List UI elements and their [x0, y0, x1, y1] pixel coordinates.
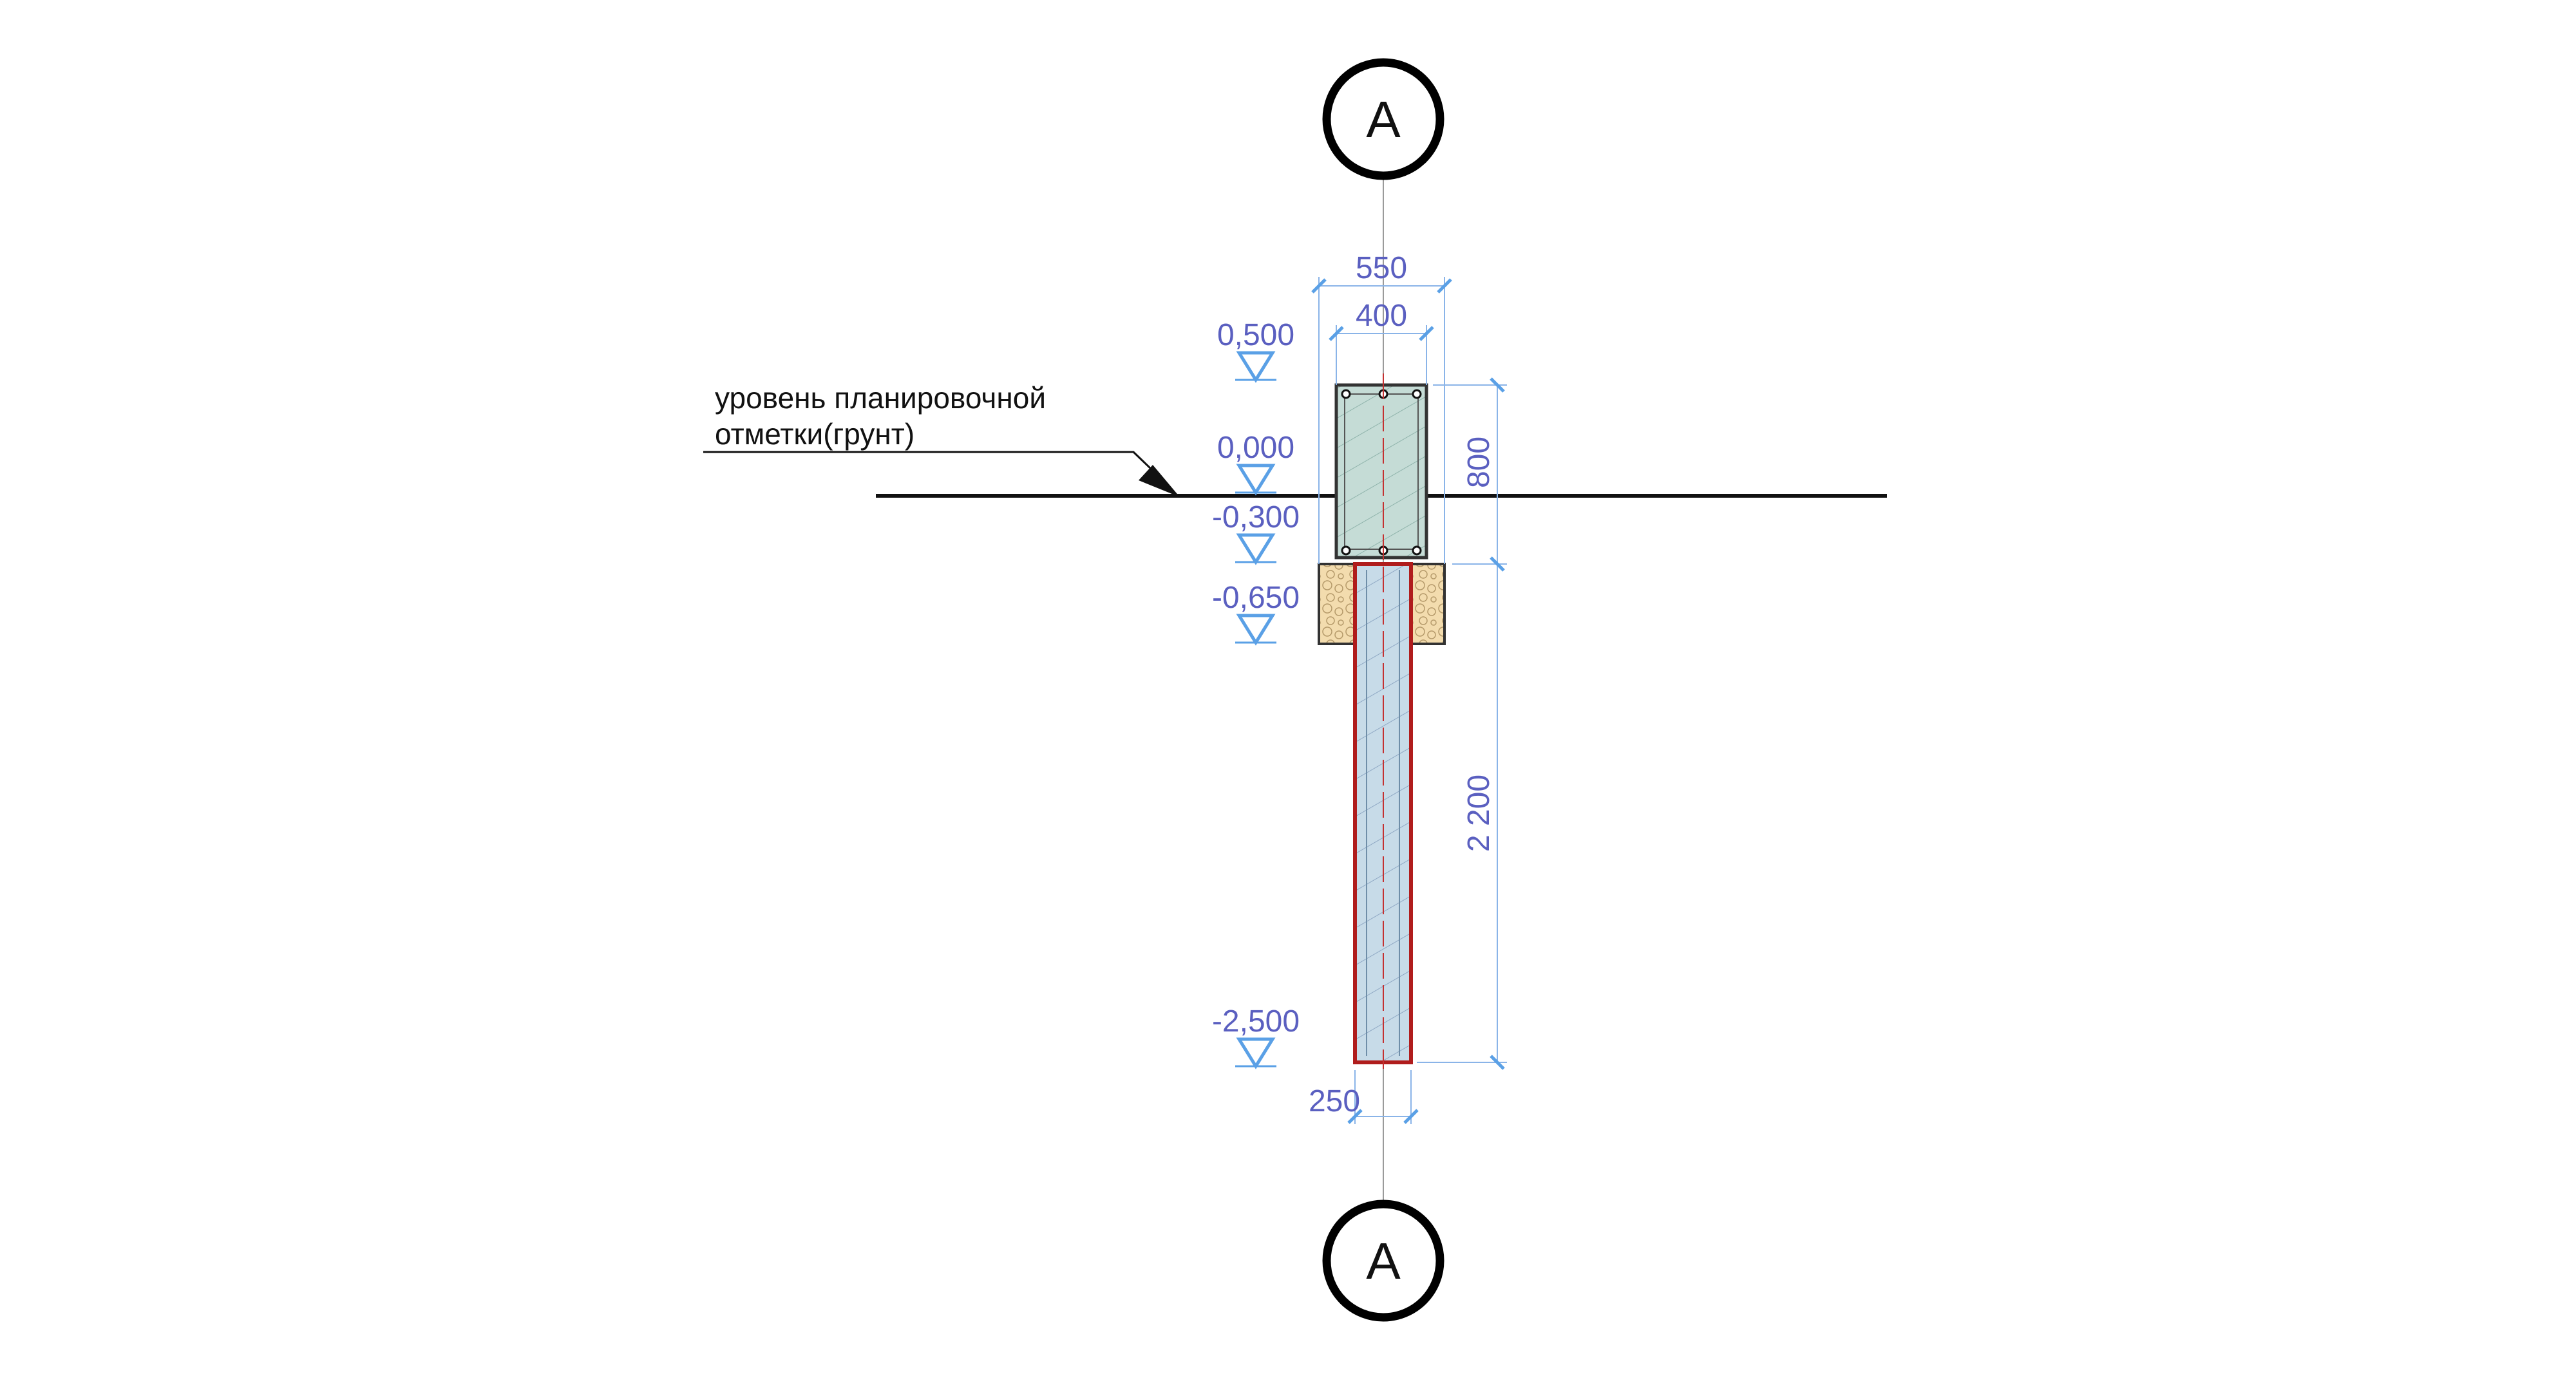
elevation-triangle: [1236, 533, 1276, 565]
rebar-dot: [1412, 389, 1422, 399]
dim-width-sand: [1311, 277, 1452, 564]
dim-label-width-grillage: 400: [1356, 299, 1407, 333]
elevation-label: -0,650: [1212, 581, 1300, 615]
elevation-triangle: [1236, 1037, 1276, 1069]
dim-width-pile: [1347, 1070, 1419, 1124]
elevation-label: 0,000: [1217, 431, 1294, 465]
ground-note-line1: уровень планировочной: [715, 381, 1046, 415]
rebar-dot: [1341, 545, 1351, 556]
elevation-label: -0,300: [1212, 500, 1300, 534]
dim-width-grillage: [1329, 325, 1434, 385]
axis-label-bottom: A: [1366, 1232, 1401, 1290]
elevation-triangle: [1236, 351, 1276, 383]
elevation-marker: 0,000: [1217, 431, 1294, 496]
elevation-triangle: [1236, 464, 1276, 496]
axis-bubble-top: A: [1322, 58, 1444, 180]
elevation-marker: 0,500: [1217, 318, 1294, 383]
elevation-marker: -2,500: [1212, 1004, 1300, 1069]
dim-label-height-grillage: 800: [1462, 437, 1496, 488]
elevation-markers: 0,500 0,000 -0,300 -0,650 -2,500: [1212, 318, 1300, 1069]
rebar-dot: [1412, 545, 1422, 556]
elevation-triangle: [1236, 614, 1276, 646]
dim-vertical-chain: [1417, 377, 1507, 1070]
dim-label-width-sand: 550: [1356, 251, 1407, 285]
dim-label-height-pile: 2 200: [1462, 775, 1496, 852]
elevation-label: -2,500: [1212, 1004, 1300, 1039]
pile: [1353, 562, 1413, 1064]
elevation-marker: -0,300: [1212, 500, 1300, 565]
rebar-dot: [1341, 389, 1351, 399]
elevation-marker: -0,650: [1212, 581, 1300, 646]
ground-note-leader: [703, 451, 1180, 497]
axis-label-top: A: [1366, 91, 1401, 148]
ground-note-line2: отметки(грунт): [715, 417, 914, 451]
elevation-label: 0,500: [1217, 318, 1294, 352]
axis-bubble-bottom: A: [1322, 1200, 1444, 1322]
dim-label-width-pile: 250: [1309, 1084, 1360, 1118]
grillage: [1334, 383, 1428, 560]
